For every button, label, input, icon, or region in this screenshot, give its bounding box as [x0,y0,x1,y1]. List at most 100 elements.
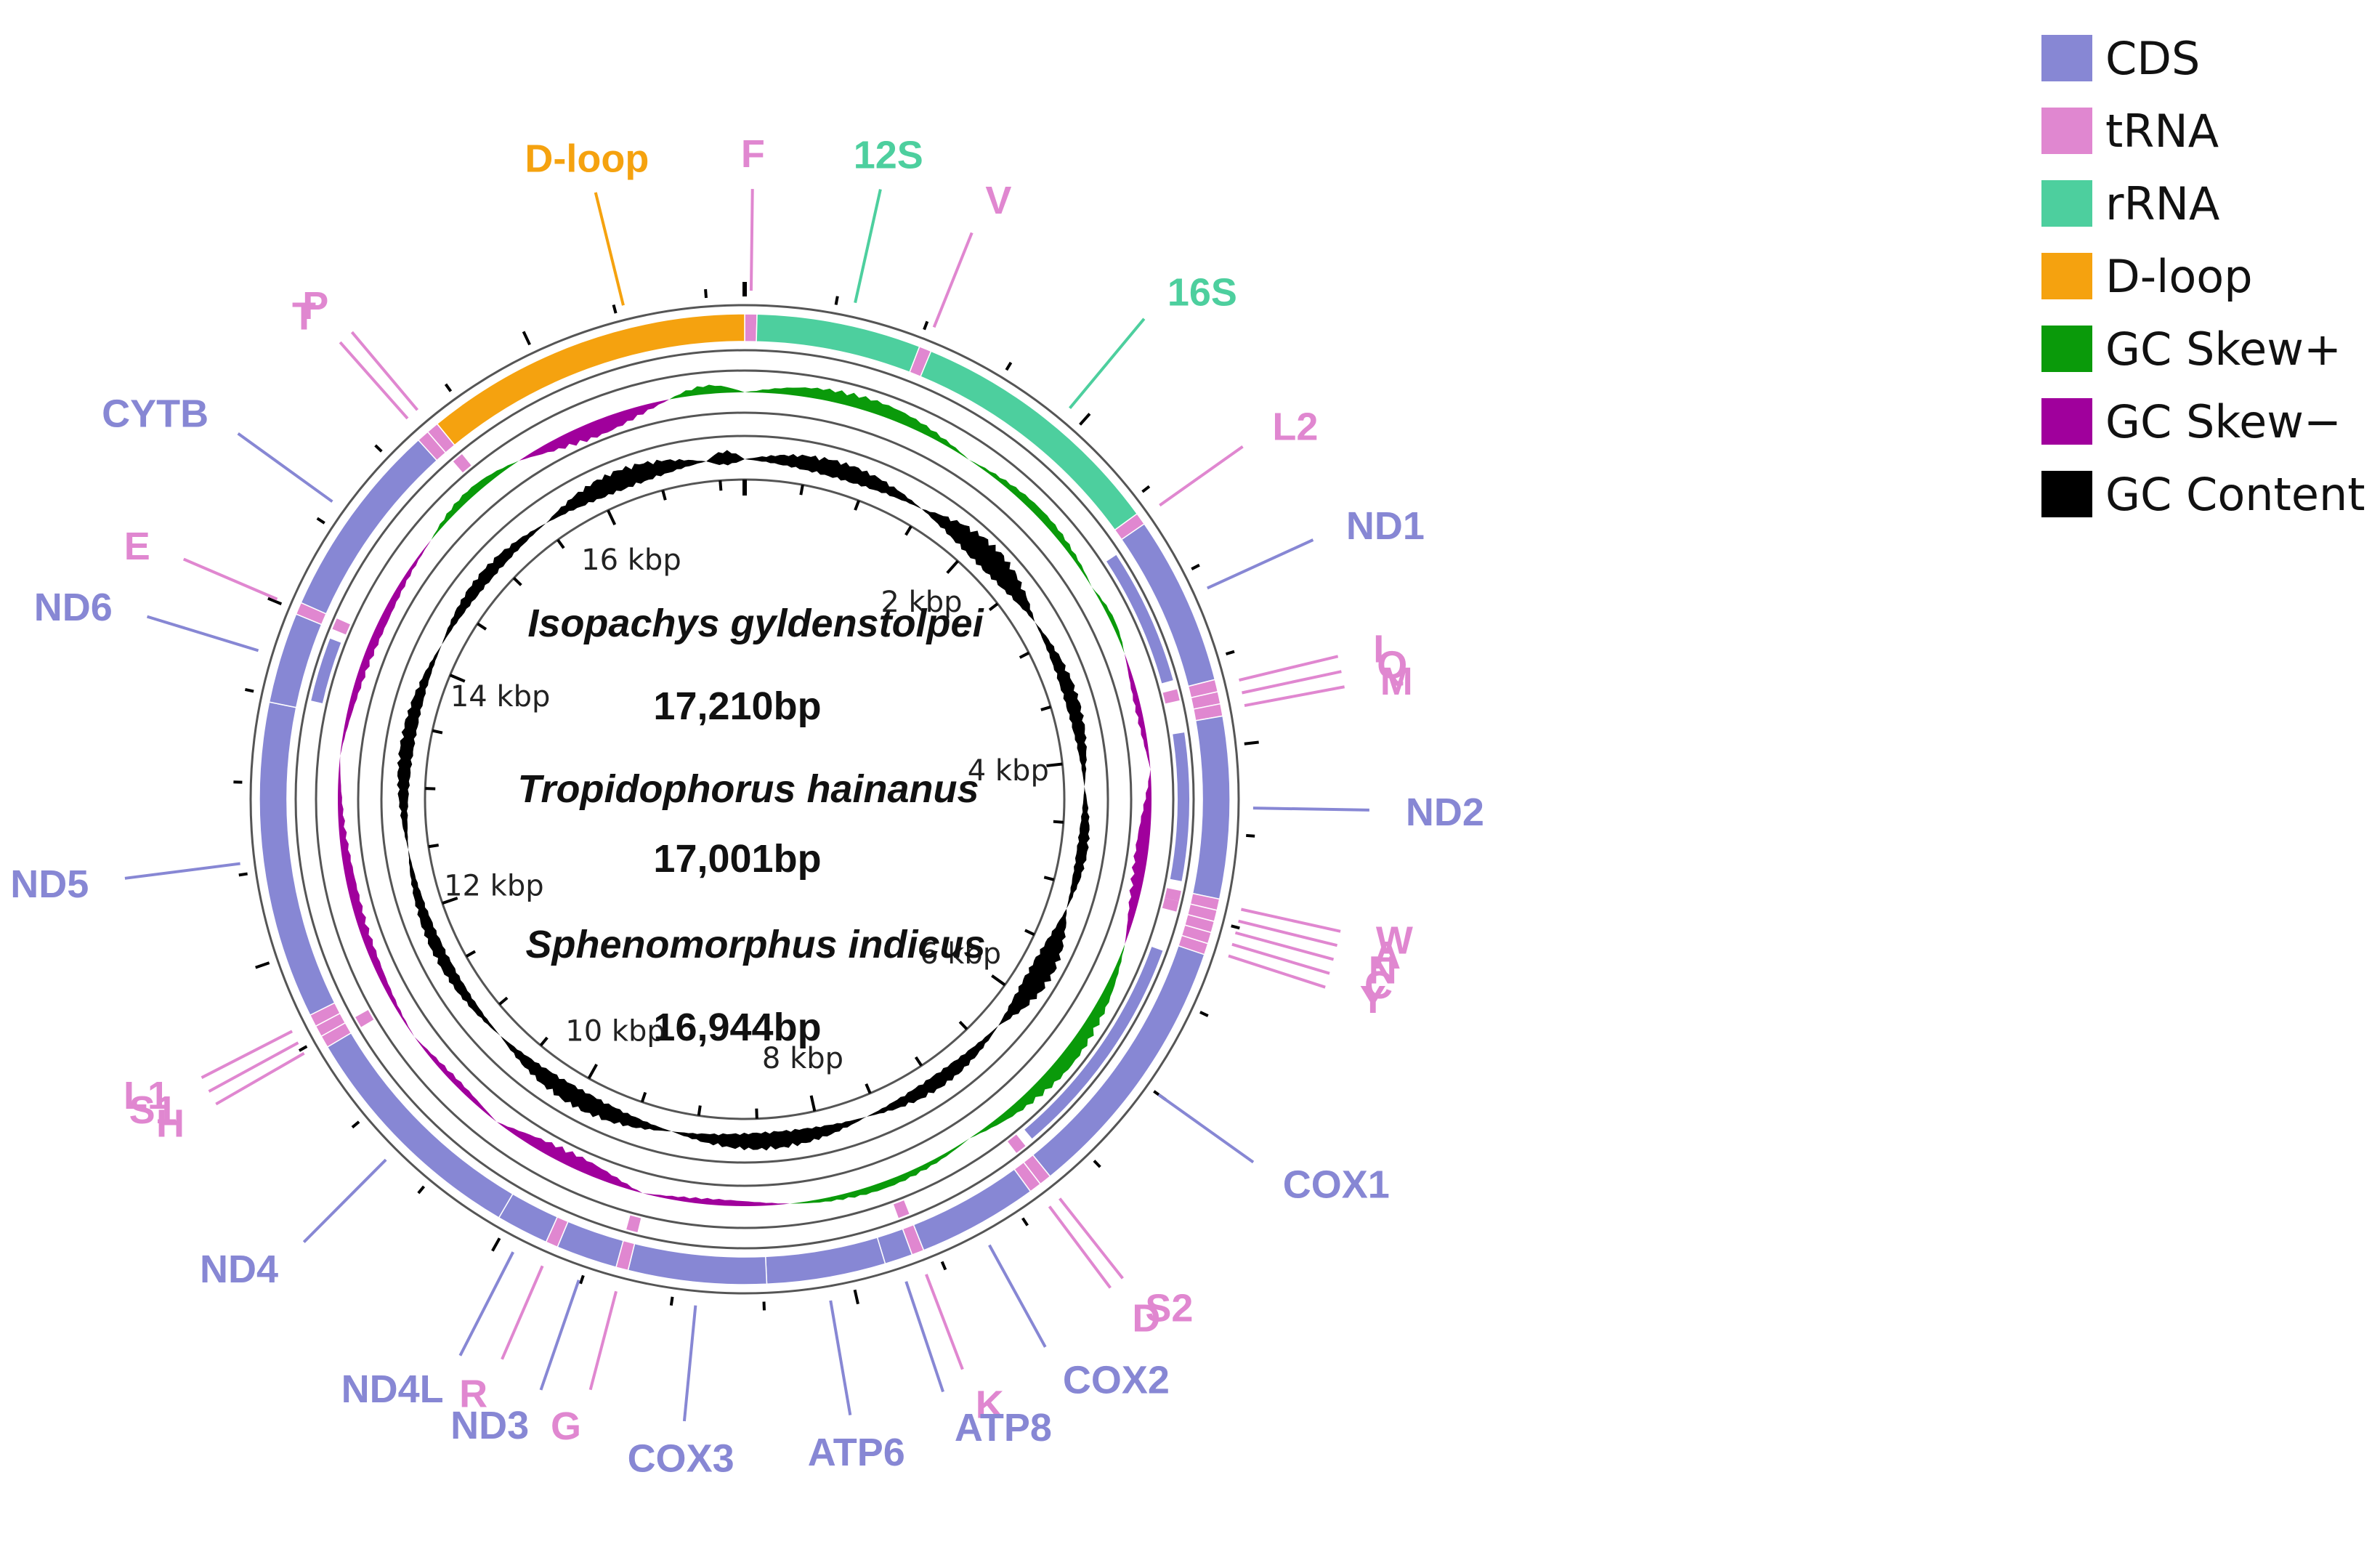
callout-line-w [1240,908,1341,933]
callout-label-g: G [551,1404,581,1448]
inner-trna-mark-p [453,454,471,473]
feature-arc-cytb [300,439,438,615]
outer-tick [1225,650,1235,656]
outer-tick [316,517,325,525]
inner-tick [512,577,522,586]
inner-tick [449,674,466,683]
inner-tick [556,538,565,549]
inner-tick [1019,651,1030,659]
outer-tick [834,296,839,305]
inner-cds-bar-cox1 [1024,947,1163,1139]
callout-label-d: D [1132,1297,1160,1341]
inner-tick [1024,929,1035,937]
callout-label-d-loop: D-loop [525,137,649,180]
feature-arc-f [744,313,758,342]
ring-guide-circle [380,434,1109,1164]
callout-line-p [350,331,419,411]
gc-skew-negative-segment [496,1121,643,1194]
callout-line-k [925,1274,964,1370]
callout-label-s2: S2 [1145,1287,1193,1330]
callout-label-v: V [985,179,1011,222]
ring-guide-circle [315,369,1175,1229]
inner-tick [809,1095,817,1112]
legend-label: GC Content [2105,467,2365,521]
gc-content-segment [500,1035,672,1132]
gc-skew-positive-segment [431,460,519,541]
outer-tick [1021,1217,1029,1226]
outer-tick [612,304,618,314]
kbp-label: 2 kbp [881,586,962,619]
legend-swatch [2041,471,2092,517]
gc-content-segment [671,1116,867,1151]
outer-tick [444,383,453,392]
species-name-1: Isopachys gyldenstolpei [527,602,984,645]
callout-label-nd4: ND4 [200,1248,278,1291]
gc-skew-negative-segment [519,399,670,461]
species-length-2: 17,001bp [653,837,821,881]
callout-line-atp8 [904,1281,944,1393]
feature-arc-nd2 [1191,715,1231,900]
kbp-label: 16 kbp [581,543,681,577]
outer-tick [1005,361,1013,371]
feature-arc-12s [756,313,920,373]
callout-line-16s [1069,318,1146,410]
callout-line-nd3 [539,1280,580,1391]
legend-label: GC Skew− [2105,395,2341,448]
kbp-label: 12 kbp [444,870,544,903]
inner-feature-track [311,454,1189,1232]
outer-tick [1141,485,1151,493]
inner-tick [854,500,860,511]
callout-line-q [1242,670,1342,695]
callout-label-k: K [976,1383,1004,1426]
outer-tick [1079,413,1091,426]
gc-skew-negative-segment [414,1036,497,1122]
inner-tick [640,1091,647,1103]
outer-tick [923,320,929,331]
inner-cds-bar-nd2 [1170,732,1189,881]
inner-tick [799,484,804,496]
callout-label-y: Y [1360,978,1386,1022]
callout-line-l2 [1159,445,1244,507]
outer-tick [1244,740,1259,745]
feature-arc-cox3 [627,1242,768,1285]
outer-tick [669,1296,674,1306]
inner-tick [607,509,617,525]
callout-line-l1 [201,1030,293,1079]
species-length-1: 17,210bp [653,684,821,728]
inner-trna-mark-a [1162,897,1179,912]
callout-label-l2: L2 [1272,405,1318,449]
outer-tick [940,1261,947,1271]
gc-skew-track [338,384,1151,1206]
gc-skew-negative-segment [338,756,415,1037]
inner-tick [946,559,959,574]
callout-label-w: W [1376,919,1413,963]
callout-label-e: E [124,525,150,568]
legend-swatch [2041,326,2092,372]
callout-line-e [182,557,278,601]
callout-label-cox2: COX2 [1063,1359,1170,1402]
inner-tick [1043,876,1055,881]
outer-tick [704,288,708,299]
callout-line-nd6 [146,615,259,652]
callout-label-c: C [1364,963,1393,1007]
legend-label: tRNA [2105,104,2219,158]
callout-label-f: F [741,132,765,176]
inner-tick [1046,762,1063,767]
kbp-label: 4 kbp [968,754,1049,788]
callout-line-nd4 [302,1158,387,1243]
legend-label: rRNA [2105,177,2220,230]
feature-track [259,313,1231,1285]
callout-line-n [1234,931,1335,961]
gc-content-segment [1035,621,1087,787]
outer-tick [1199,1011,1209,1017]
inner-tick [465,950,477,958]
callout-line-cox1 [1157,1093,1255,1164]
legend-label: CDS [2105,31,2201,85]
ring-guide-circle [294,349,1195,1250]
legend-item-gc-skew-plus: GC Skew+ [2041,312,2365,385]
callout-line-cox2 [988,1244,1047,1348]
inner-tick [432,729,443,735]
inner-tick [958,1020,968,1030]
kbp-label: 10 kbp [565,1015,665,1048]
